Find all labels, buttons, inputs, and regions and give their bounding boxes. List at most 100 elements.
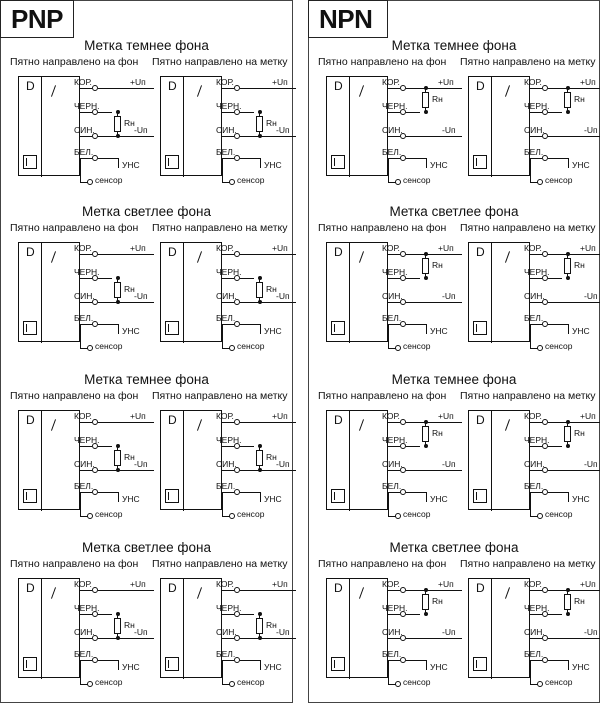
plus-supply-label: +Uп (272, 243, 288, 253)
terminal-wire-sin (234, 635, 240, 641)
inner-divider (491, 411, 492, 511)
wire-sin-label: СИН. (382, 291, 403, 301)
uns-label: УНС (264, 326, 282, 336)
section-title: Метка темнее фона (84, 372, 209, 387)
sensor-element-icon (331, 657, 345, 671)
d-label: D (26, 581, 35, 595)
junction-dot (566, 588, 570, 592)
sensor-label: сенсор (237, 341, 265, 351)
wire-chern-ext (240, 614, 254, 615)
sensor-label: сенсор (237, 677, 265, 687)
wire-kor (388, 88, 400, 89)
wire-bel (80, 324, 92, 325)
wire-sin (530, 470, 542, 471)
d-label: D (334, 245, 343, 259)
terminal-sensor (537, 179, 543, 185)
d-label: D (26, 413, 35, 427)
wire-chern-ext (240, 446, 254, 447)
wire-chern-label: ЧЕРН. (524, 435, 550, 445)
wire-chern-ext (548, 446, 562, 447)
minus-supply-label: -Uп (584, 125, 598, 135)
wire-kor (222, 422, 234, 423)
load-resistor (114, 450, 121, 466)
wire-bel-ext (98, 158, 118, 159)
uns-label: УНС (430, 662, 448, 672)
sensor-element-icon (165, 321, 179, 335)
inner-divider (183, 411, 184, 511)
plus-supply-label: +Uп (130, 411, 146, 421)
wire-plus (240, 254, 296, 255)
wire-sensor-drop (80, 324, 81, 348)
uns-link (260, 660, 261, 670)
d-label: D (168, 245, 177, 259)
terminal-wire-chern (542, 611, 548, 617)
npn-panel: NPN (308, 0, 600, 703)
wire-sin-label: СИН. (74, 627, 95, 637)
wire-plus (548, 422, 600, 423)
sensor-label: сенсор (95, 677, 123, 687)
plus-supply-label: +Uп (580, 243, 596, 253)
inner-divider (183, 579, 184, 679)
terminal-wire-bel (234, 489, 240, 495)
uns-link (426, 324, 427, 334)
switch-icon (50, 587, 57, 599)
wire-chern (388, 278, 400, 279)
junction-dot (424, 420, 428, 424)
switch-icon (196, 85, 203, 97)
wire-sin-label: СИН. (74, 291, 95, 301)
wire-bel-ext (406, 324, 426, 325)
terminal-wire-sin (400, 467, 406, 473)
terminal-wire-kor (400, 85, 406, 91)
wire-sin-label: СИН. (216, 125, 237, 135)
terminal-wire-kor (234, 251, 240, 257)
plus-supply-label: +Uп (580, 579, 596, 589)
sensor-box: D (18, 76, 80, 177)
terminal-sensor (537, 513, 543, 519)
wire-sensor-drop (530, 158, 531, 182)
rn-label: Rн (124, 118, 135, 128)
sensor-element-icon (473, 321, 487, 335)
terminal-wire-bel (400, 657, 406, 663)
wire-sensor-drop (222, 324, 223, 348)
switch-icon (358, 587, 365, 599)
wire-sin (388, 638, 400, 639)
sensor-box: D (160, 76, 222, 177)
junction-dot (116, 468, 120, 472)
terminal-sensor (537, 681, 543, 687)
terminal-wire-bel (92, 657, 98, 663)
terminal-sensor (395, 513, 401, 519)
wire-plus (406, 254, 462, 255)
npn-badge: NPN (308, 0, 388, 38)
wire-minus (240, 136, 296, 137)
uns-link (568, 492, 569, 502)
terminal-wire-kor (92, 251, 98, 257)
terminal-wire-bel (234, 321, 240, 327)
wire-sin-label: СИН. (382, 125, 403, 135)
terminal-wire-sin (92, 299, 98, 305)
sensor-element-icon (165, 489, 179, 503)
terminal-wire-bel (542, 657, 548, 663)
wire-plus (240, 88, 296, 89)
junction-dot (424, 110, 428, 114)
terminal-wire-kor (92, 587, 98, 593)
wire-bel (80, 158, 92, 159)
rn-label: Rн (124, 452, 135, 462)
minus-supply-label: -Uп (134, 291, 148, 301)
terminal-wire-bel (400, 321, 406, 327)
inner-divider (349, 77, 350, 177)
inner-divider (491, 77, 492, 177)
wire-sensor-drop (530, 660, 531, 684)
wire-chern (530, 614, 542, 615)
junction-dot (116, 110, 120, 114)
wire-bel (530, 158, 542, 159)
wire-kor (530, 590, 542, 591)
wire-bel-ext (406, 158, 426, 159)
wire-sensor (222, 182, 230, 183)
uns-label: УНС (122, 494, 140, 504)
wire-minus (548, 302, 600, 303)
inner-divider (491, 579, 492, 679)
wire-sin-label: СИН. (216, 291, 237, 301)
terminal-wire-chern (400, 109, 406, 115)
rn-label: Rн (574, 94, 585, 104)
wire-sin-label: СИН. (382, 627, 403, 637)
